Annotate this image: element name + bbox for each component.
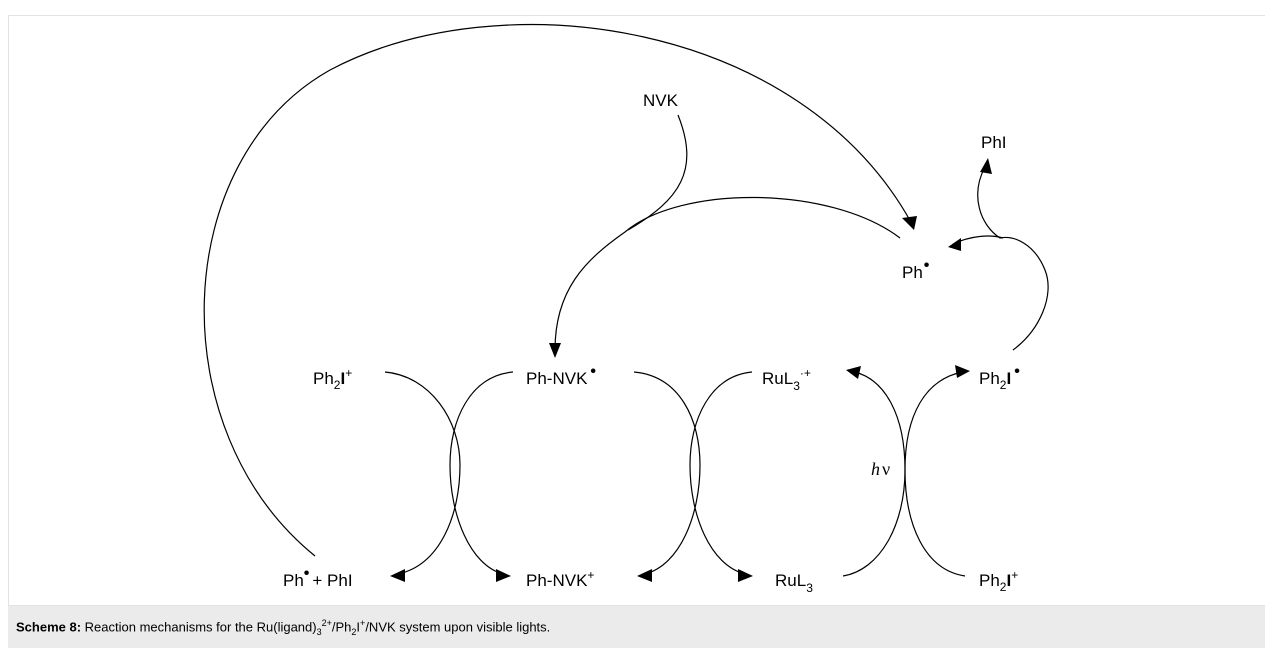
arc-phnvk-to-phnvkplus-r [633, 371, 701, 575]
label-rul3: RuL3 [775, 571, 813, 595]
caption-text-1: Reaction mechanisms for the Ru(ligand) [81, 619, 317, 635]
label-ph-nvk-cation: Ph-NVK+ [526, 568, 594, 590]
label-ph2i-radical: Ph2I• [979, 363, 1020, 392]
scheme-frame [8, 15, 1265, 606]
arrowhead-outer [902, 216, 917, 230]
label-ph2i-plus-left: Ph2I+ [313, 366, 352, 392]
caption-sup-plus: + [360, 618, 366, 628]
arrowhead-phnvkplus-l [496, 569, 511, 582]
arrowhead-rul3 [738, 569, 753, 582]
arrowhead-phphi [390, 569, 405, 582]
scheme-caption: Scheme 8: Reaction mechanisms for the Ru… [8, 606, 1265, 648]
caption-text-4: /NVK system upon visible lights. [365, 619, 551, 635]
caption-text-2: /Ph [331, 619, 352, 635]
arc-ph2i-to-phphi [384, 371, 461, 575]
label-ph-nvk-radical: Ph-NVK• [526, 363, 596, 388]
label-ph-radical: Ph• [902, 257, 930, 282]
label-rul3-radical-cation: RuL3·+ [762, 366, 811, 393]
reaction-scheme: NVK PhI Ph• Ph2I+ Ph-NVK• RuL3·+ Ph2I• h… [203, 23, 1049, 595]
arrowhead-phnvk [549, 343, 561, 358]
label-phi-top: PhI [981, 133, 1007, 152]
caption-sub-3: 3 [316, 626, 322, 637]
arc-rul3cat-to-rul3 [689, 371, 753, 575]
label-ph-radical-plus-phi: Ph•+ PhI [283, 565, 353, 590]
arrowhead-phnvkplus-r [637, 569, 652, 582]
arc-ph2iplus-to-ph2irad [904, 371, 966, 577]
arrowhead-ph2irad [955, 365, 970, 378]
label-nvk: NVK [643, 91, 679, 110]
arc-ph2i-split [977, 166, 1049, 351]
caption-label: Scheme 8: [16, 619, 82, 635]
caption-sub-2: 2 [351, 626, 357, 637]
label-ph2i-plus-right: Ph2I+ [979, 568, 1018, 594]
arrowhead-rul3cat [846, 366, 861, 379]
arc-ph-to-phnvk [554, 196, 901, 351]
caption-sup-2plus: 2+ [321, 618, 332, 628]
caption-text-3: I [356, 619, 361, 635]
arc-outer-loop [203, 23, 913, 557]
arrowhead-phi [980, 158, 992, 174]
arrowhead-ph-radical [948, 238, 961, 251]
arc-phnvk-to-phnvkplus [449, 371, 514, 575]
